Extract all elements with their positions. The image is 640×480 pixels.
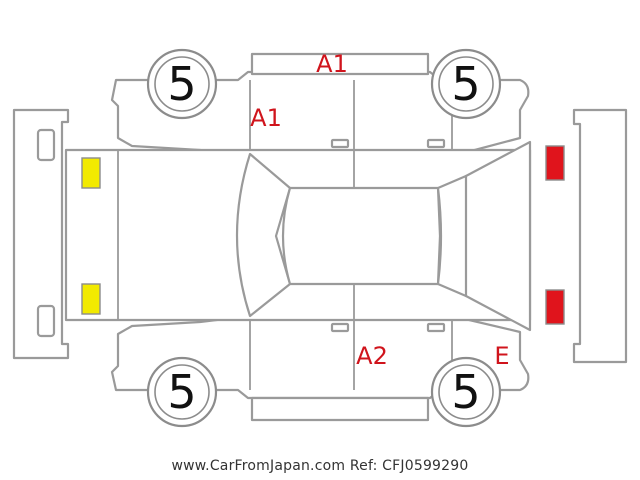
rear-bumper (572, 108, 628, 364)
wheel-front-right-grade: 5 (167, 365, 196, 419)
roof-strip-bottom (250, 396, 430, 422)
headlight-left (81, 157, 101, 189)
headlight-right (81, 283, 101, 315)
front-bumper (12, 108, 70, 360)
roof-strip-top (250, 52, 430, 76)
wheel-front-left-grade: 5 (167, 57, 196, 111)
taillight-left (545, 145, 565, 181)
wheel-rear-left: 5 (430, 48, 502, 120)
wheel-front-left: 5 (146, 48, 218, 120)
damage-code-roof-left-top: A1 (316, 50, 348, 78)
damage-code-rear-right-door: A2 (356, 342, 388, 370)
wheel-front-right: 5 (146, 356, 218, 428)
wheel-rear-left-grade: 5 (451, 57, 480, 111)
damage-code-front-left-door: A1 (250, 104, 282, 132)
wheel-rear-right-grade: 5 (451, 365, 480, 419)
damage-code-rear-right-quarter: E (494, 342, 509, 370)
body-top-view (64, 140, 532, 332)
wheel-rear-right: 5 (430, 356, 502, 428)
footer-reference: www.CarFromJapan.com Ref: CFJ0599290 (171, 458, 469, 474)
taillight-right (545, 289, 565, 325)
left-side-panel (110, 70, 530, 158)
